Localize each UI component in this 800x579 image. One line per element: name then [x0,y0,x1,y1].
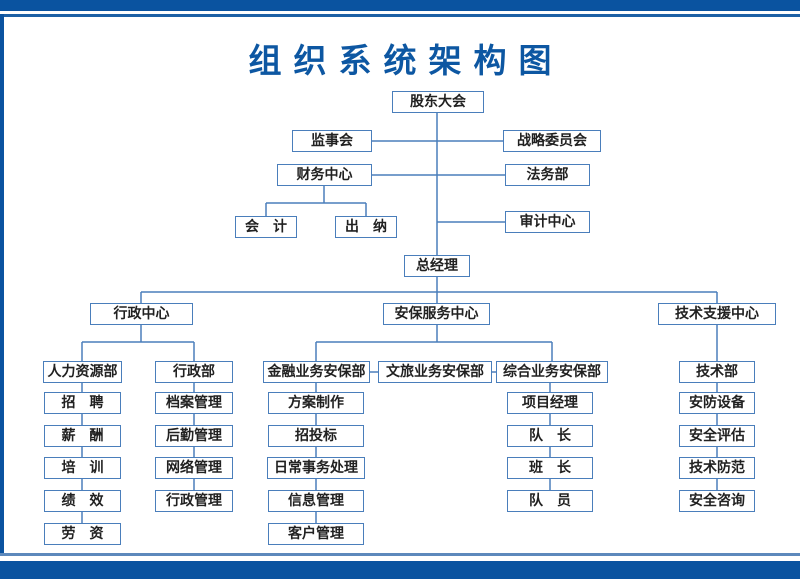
node-finance-center: 财务中心 [277,164,372,186]
frame-bottom-line [0,553,800,556]
node-hr-dept: 人力资源部 [43,361,122,383]
node-legal-dept: 法务部 [505,164,590,186]
frame-top-band [0,0,800,11]
node-audit-center: 审计中心 [505,211,590,233]
node-general-security-dept: 综合业务安保部 [496,361,608,383]
node-admin-mgmt: 行政管理 [155,490,233,512]
node-daily-affairs: 日常事务处理 [267,457,365,479]
node-security-equipment: 安防设备 [679,392,755,414]
node-supervisory-board: 监事会 [292,130,372,152]
frame-bottom-band [0,561,800,579]
node-shareholders-meeting: 股东大会 [392,91,484,113]
node-proposal-making: 方案制作 [268,392,364,414]
node-culture-tourism-security-dept: 文旅业务安保部 [378,361,492,383]
node-security-consulting: 安全咨询 [679,490,755,512]
node-strategy-committee: 战略委员会 [503,130,601,152]
node-captain: 队 长 [507,425,593,447]
node-tech-dept: 技术部 [679,361,755,383]
node-finance-security-dept: 金融业务安保部 [263,361,370,383]
node-team-member: 队 员 [507,490,593,512]
node-general-manager: 总经理 [404,255,470,277]
node-logistics-mgmt: 后勤管理 [155,425,233,447]
node-customer-mgmt: 客户管理 [268,523,364,545]
node-recruiting: 招 聘 [44,392,121,414]
node-bidding: 招投标 [268,425,364,447]
node-admin-center: 行政中心 [90,303,193,325]
node-training: 培 训 [44,457,121,479]
node-archives-mgmt: 档案管理 [155,392,233,414]
node-technical-prevention: 技术防范 [679,457,755,479]
frame-left-band [0,14,4,556]
frame-top-line [0,14,800,17]
node-salary: 薪 酬 [44,425,121,447]
node-performance: 绩 效 [44,490,121,512]
node-project-manager: 项目经理 [507,392,593,414]
node-accounting: 会 计 [235,216,297,238]
node-labor-relations: 劳 资 [44,523,121,545]
node-cashier: 出 纳 [335,216,397,238]
node-squad-leader: 班 长 [507,457,593,479]
page-title: 组织系统架构图 [248,41,564,80]
node-tech-center: 技术支援中心 [658,303,776,325]
node-security-assessment: 安全评估 [679,425,755,447]
node-information-mgmt: 信息管理 [268,490,364,512]
node-security-center: 安保服务中心 [383,303,490,325]
node-admin-dept: 行政部 [155,361,233,383]
node-network-mgmt: 网络管理 [155,457,233,479]
